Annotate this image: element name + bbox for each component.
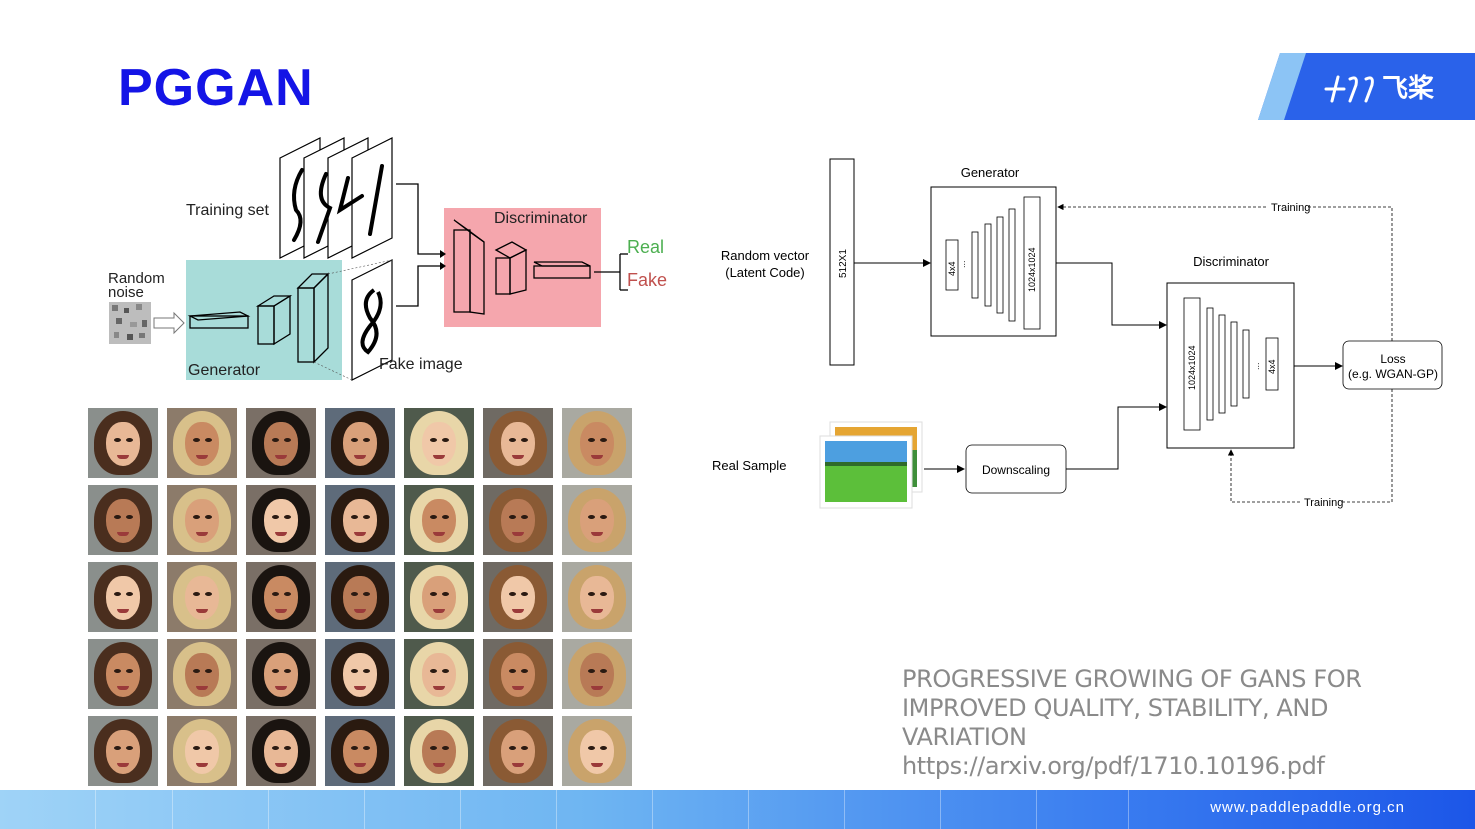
paper-reference: PROGRESSIVE GROWING OF GANS FOR IMPROVED… — [902, 665, 1382, 781]
paper-title-line-2: IMPROVED QUALITY, STABILITY, AND — [902, 694, 1329, 722]
generator-label: Generator — [188, 362, 261, 379]
gan-schematic: Training set Random noise Generator Fake… — [100, 130, 680, 385]
face-thumbnail — [246, 639, 316, 709]
face-thumbnail — [246, 485, 316, 555]
face-thumbnail — [483, 485, 553, 555]
face-thumbnail — [246, 716, 316, 786]
latent-code-label: (Latent Code) — [725, 265, 805, 280]
generated-faces-grid — [88, 408, 634, 786]
training-feedback-discriminator — [1227, 389, 1393, 503]
discriminator-title: Discriminator — [1193, 254, 1270, 269]
loss-box — [1342, 340, 1443, 390]
training-label-bottom: Training — [1304, 497, 1343, 509]
face-thumbnail — [562, 408, 632, 478]
face-thumbnail — [88, 485, 158, 555]
fake-digit — [360, 288, 383, 355]
face-thumbnail — [562, 639, 632, 709]
disc-large-label: 1024x1024 — [1187, 345, 1197, 390]
face-thumbnail — [167, 716, 237, 786]
face-thumbnail — [483, 639, 553, 709]
real-label: Real — [627, 237, 664, 257]
fake-image-label: Fake image — [379, 356, 463, 373]
training-feedback-generator — [1057, 203, 1393, 341]
footer-url[interactable]: www.paddlepaddle.org.cn — [1210, 799, 1405, 816]
real-sample-images — [819, 421, 923, 509]
face-thumbnail — [483, 408, 553, 478]
face-thumbnail — [88, 408, 158, 478]
real-sample-label: Real Sample — [712, 458, 786, 473]
face-thumbnail — [404, 639, 474, 709]
projection-lines — [313, 259, 393, 381]
training-set-label: Training set — [186, 202, 270, 219]
training-label-top: Training — [1271, 202, 1310, 214]
face-thumbnail — [404, 562, 474, 632]
gen-dots-label: ... — [957, 260, 967, 268]
loss-label: Loss — [1380, 352, 1405, 366]
face-thumbnail — [88, 562, 158, 632]
pggan-architecture-diagram: 512X1 Random vector (Latent Code) Genera… — [700, 150, 1460, 520]
gen-large-label: 1024x1024 — [1027, 247, 1037, 292]
logo-text: 飞桨 — [1382, 73, 1435, 103]
face-thumbnail — [167, 639, 237, 709]
face-thumbnail — [483, 716, 553, 786]
face-thumbnail — [167, 485, 237, 555]
paper-title-line-1: PROGRESSIVE GROWING OF GANS FOR — [902, 665, 1362, 693]
generator-resolution-layers — [945, 196, 1041, 330]
footer-bar — [0, 790, 1475, 829]
generator-layers — [187, 272, 330, 364]
training-label-bg — [1266, 200, 1308, 214]
face-thumbnail — [167, 562, 237, 632]
paddle-mark-icon — [1324, 75, 1374, 103]
face-thumbnail — [325, 639, 395, 709]
face-thumbnail — [404, 408, 474, 478]
face-thumbnail — [483, 562, 553, 632]
handwritten-digits — [292, 164, 384, 244]
face-thumbnail — [246, 408, 316, 478]
data-flow-arrows — [396, 183, 628, 307]
generator-title: Generator — [961, 165, 1020, 180]
face-thumbnail — [167, 408, 237, 478]
random-noise-label: Random — [108, 270, 165, 287]
face-thumbnail — [325, 408, 395, 478]
discriminator-layers — [453, 219, 591, 315]
face-thumbnail — [88, 716, 158, 786]
face-thumbnail — [325, 485, 395, 555]
slide-title: PGGAN — [118, 59, 314, 117]
discriminator-resolution-layers — [1183, 297, 1279, 431]
face-thumbnail — [325, 562, 395, 632]
latent-size-label: 512X1 — [838, 249, 849, 278]
face-thumbnail — [404, 716, 474, 786]
paper-url-link[interactable]: https://arxiv.org/pdf/1710.10196.pdf — [902, 752, 1325, 780]
face-thumbnail — [246, 562, 316, 632]
generator-to-discriminator-arrow — [1056, 262, 1167, 329]
downscaling-to-discriminator-arrow — [1066, 403, 1167, 470]
face-thumbnail — [562, 485, 632, 555]
paddle-logo: 飞桨 — [1258, 53, 1475, 120]
paper-title-line-3: VARIATION — [902, 723, 1027, 751]
noise-arrow-icon — [153, 311, 185, 335]
discriminator-label: Discriminator — [494, 210, 588, 227]
noise-patch — [109, 302, 151, 344]
face-thumbnail — [88, 639, 158, 709]
face-thumbnail — [562, 562, 632, 632]
disc-dots-label: ... — [1251, 362, 1261, 370]
face-thumbnail — [562, 716, 632, 786]
fake-label: Fake — [627, 270, 667, 290]
face-thumbnail — [325, 716, 395, 786]
random-noise-label-2: noise — [108, 284, 144, 301]
gen-small-label: 4x4 — [947, 261, 957, 276]
latent-vector-bar — [829, 158, 855, 366]
loss-example-label: (e.g. WGAN-GP) — [1348, 367, 1438, 381]
training-label-bg-2 — [1300, 495, 1342, 509]
face-thumbnail — [404, 485, 474, 555]
downscaling-label: Downscaling — [982, 463, 1050, 477]
random-vector-label: Random vector — [721, 248, 810, 263]
disc-small-label: 4x4 — [1267, 359, 1277, 374]
